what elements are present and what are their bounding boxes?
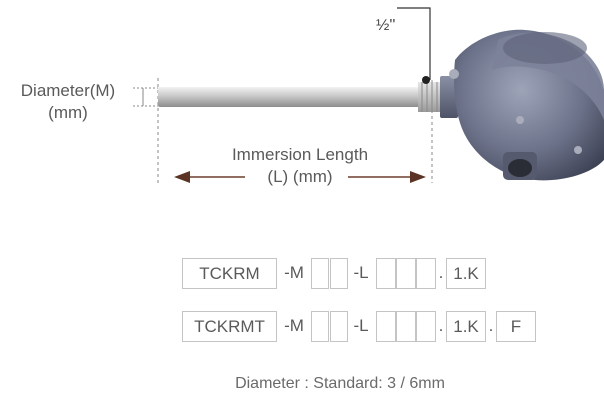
immersion-label-line1: Immersion Length [231,145,369,164]
immersion-length-label: Immersion Length (L) (mm) [200,144,400,188]
fitting-size-leader [397,7,431,80]
length-digit-box-1[interactable] [376,311,396,342]
model-code-box: TCKRMT [182,311,277,342]
diameter-prefix: -M [284,316,304,335]
diameter-digit-box-1[interactable] [311,258,329,289]
length-prefix: -L [353,263,369,282]
option-code-box: F [496,311,536,342]
immersion-label-line2: (L) (mm) [267,167,333,186]
separator-dot: . [438,316,444,335]
diameter-digit-box-2[interactable] [330,258,348,289]
fitting-marker-dot [422,76,430,84]
length-digit-box-2[interactable] [396,258,416,289]
length-digit-box-3[interactable] [416,311,436,342]
order-code-row-2: TCKRMT -M -L . 1.K . F [0,311,604,342]
order-code-row-1: TCKRM -M -L . 1.K [0,258,604,289]
thermocouple-illustration [133,7,604,183]
model-code-box: TCKRM [182,258,277,289]
separator-dot: . [488,316,494,335]
type-code-box: 1.K [446,311,486,342]
diameter-label-line1: Diameter(M) [20,81,116,100]
length-digit-box-2[interactable] [396,311,416,342]
diameter-label: Diameter(M) (mm) [8,80,128,124]
diameter-digit-box-1[interactable] [311,311,329,342]
connection-head [449,29,604,181]
fitting-size-label: ½'' [376,17,396,34]
diameter-label-line2: (mm) [48,103,88,122]
diameter-dimension [133,87,158,107]
separator-dot: . [438,263,444,282]
type-code-box: 1.K [446,258,486,289]
immersion-right-arrow [348,171,426,183]
probe-sheath [158,87,420,107]
length-prefix: -L [353,316,369,335]
threaded-fitting [418,76,458,118]
length-digit-box-3[interactable] [416,258,436,289]
diameter-footnote: Diameter : Standard: 3 / 6mm [235,375,445,392]
length-digit-box-1[interactable] [376,258,396,289]
diameter-prefix: -M [284,263,304,282]
immersion-left-arrow [174,171,245,183]
diameter-digit-box-2[interactable] [330,311,348,342]
